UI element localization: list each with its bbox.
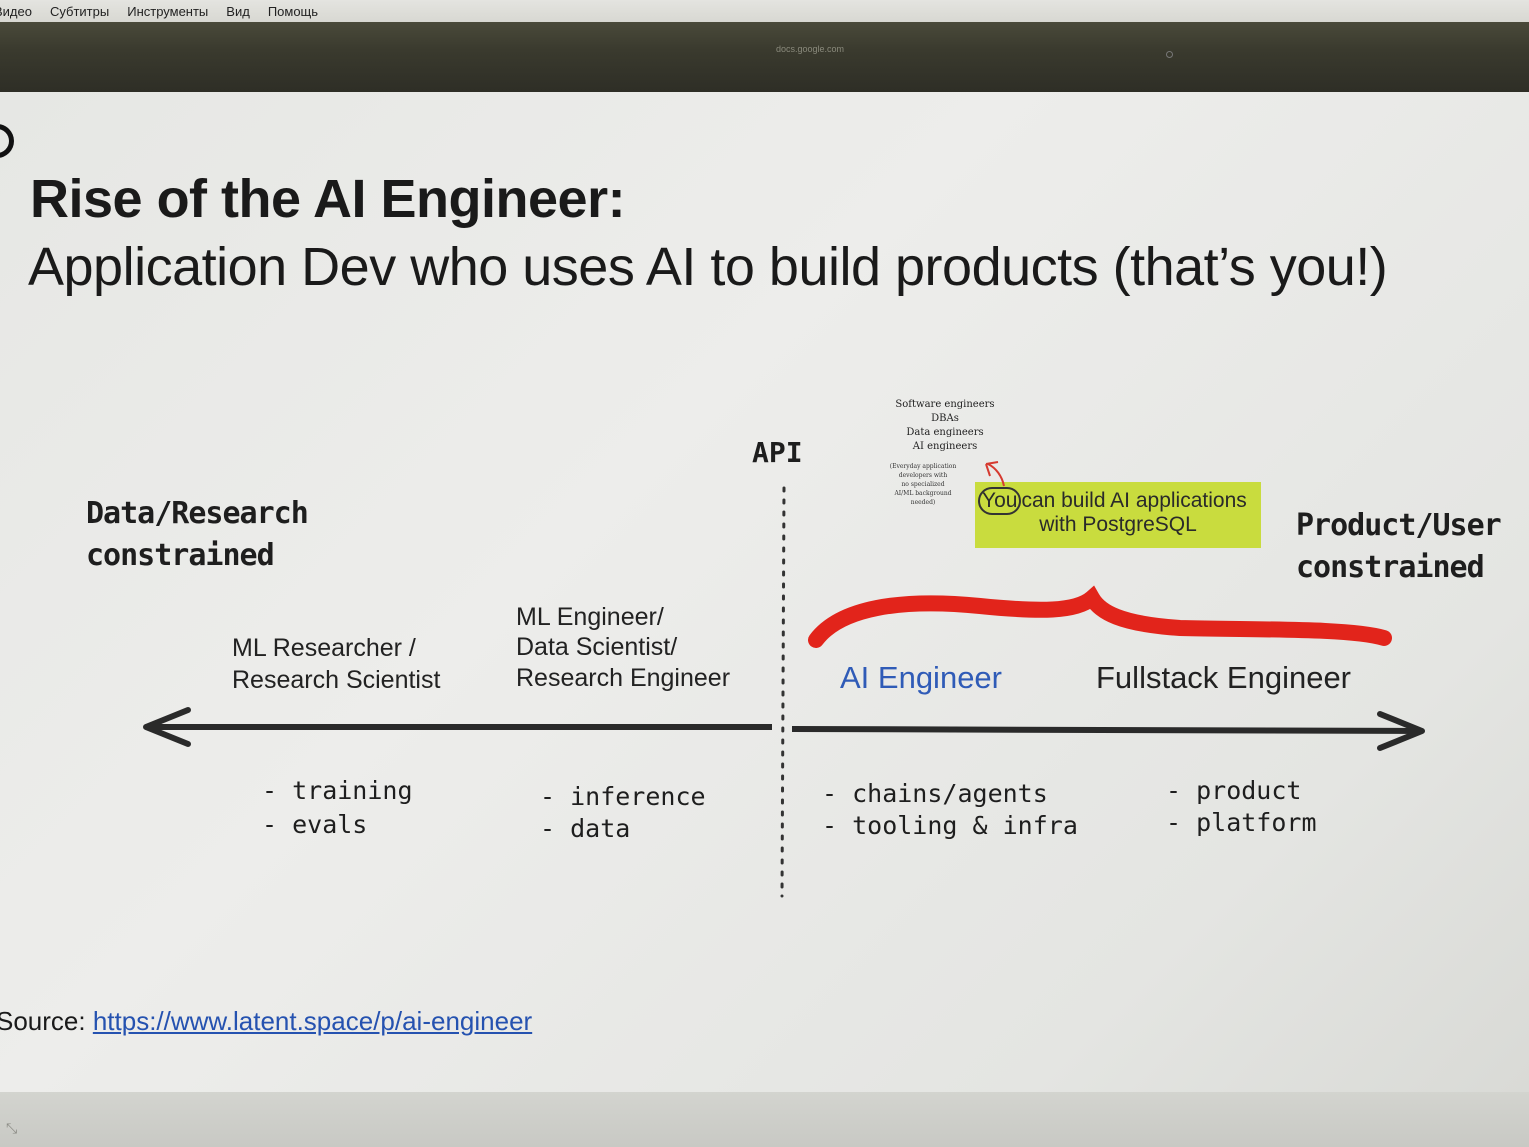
menu-item-tools[interactable]: Инструменты — [127, 3, 209, 19]
researcher-bullet: - evals — [262, 810, 368, 839]
menu-item-view[interactable]: Вид — [226, 3, 250, 19]
browser-toolbar: docs.google.com — [0, 22, 1529, 92]
slide-subtitle: Application Dev who uses AI to build pro… — [28, 237, 1388, 297]
ml-engineer-bullet: - data — [540, 814, 631, 843]
source-label: Source: — [0, 1006, 93, 1036]
note-line: Data engineers — [906, 427, 984, 438]
source-link[interactable]: https://www.latent.space/p/ai-engineer — [92, 1006, 533, 1036]
menu-item-video[interactable]: Видео — [0, 3, 32, 19]
extension-icon[interactable] — [1166, 51, 1173, 58]
slide-title: Rise of the AI Engineer: — [30, 169, 626, 229]
you-circled-word: You — [978, 487, 1022, 515]
api-label: API — [752, 436, 803, 469]
ml-engineer-label-line3: Research Engineer — [516, 664, 731, 692]
tiny-note-line: needed) — [910, 499, 936, 506]
note-line: AI engineers — [912, 441, 978, 452]
menu-item-subtitles[interactable]: Субтитры — [49, 3, 110, 19]
tiny-note-line: AI/ML background — [894, 490, 952, 497]
fullstack-engineer-label: Fullstack Engineer — [1096, 660, 1352, 695]
ai-engineer-bullet: - tooling & infra — [822, 811, 1078, 840]
slide-footer-strip — [0, 1092, 1529, 1147]
left-axis-label-line2: constrained — [86, 538, 275, 573]
ml-engineer-label-line1: ML Engineer/ — [516, 603, 664, 631]
callout-line1-rest: can build AI applications — [1021, 489, 1247, 512]
ml-researcher-label-line1: ML Researcher / — [232, 634, 416, 662]
ml-engineer-label-line2: Data Scientist/ — [516, 633, 678, 661]
ml-researcher-label-line2: Research Scientist — [232, 666, 441, 694]
right-axis-label-line1: Product/User — [1296, 508, 1502, 543]
fullstack-bullet: - product — [1166, 776, 1302, 805]
postgres-callout-box — [975, 482, 1261, 548]
tiny-note-line: no specialized — [901, 481, 945, 488]
note-line: Software engineers — [895, 399, 995, 410]
ml-engineer-bullet: - inference — [540, 782, 706, 811]
left-axis-label-line1: Data/Research — [86, 496, 309, 531]
tiny-annotation: (Everyday application developers with no… — [878, 462, 968, 507]
ai-engineer-bullet: - chains/agents — [822, 779, 1048, 808]
engineer-types-note: Software engineers DBAs Data engineers A… — [880, 398, 1010, 454]
tiny-note-line: (Everyday application — [889, 463, 957, 470]
callout-line2: with PostgreSQL — [1039, 513, 1197, 536]
tiny-note-line: developers with — [898, 472, 948, 479]
source-citation: Source: https://www.latent.space/p/ai-en… — [0, 1006, 532, 1037]
researcher-bullet: - training — [262, 776, 413, 805]
menu-item-help[interactable]: Помощь — [267, 3, 319, 19]
url-text[interactable]: docs.google.com — [776, 44, 845, 54]
ai-engineer-label: AI Engineer — [840, 660, 1002, 695]
note-line: DBAs — [931, 413, 959, 424]
menu-bar: Видео Субтитры Инструменты Вид Помощь — [0, 0, 1529, 22]
right-axis-label-line2: constrained — [1296, 550, 1485, 585]
resize-icon[interactable]: ⤡ — [6, 1120, 18, 1136]
fullstack-bullet: - platform — [1166, 808, 1317, 837]
